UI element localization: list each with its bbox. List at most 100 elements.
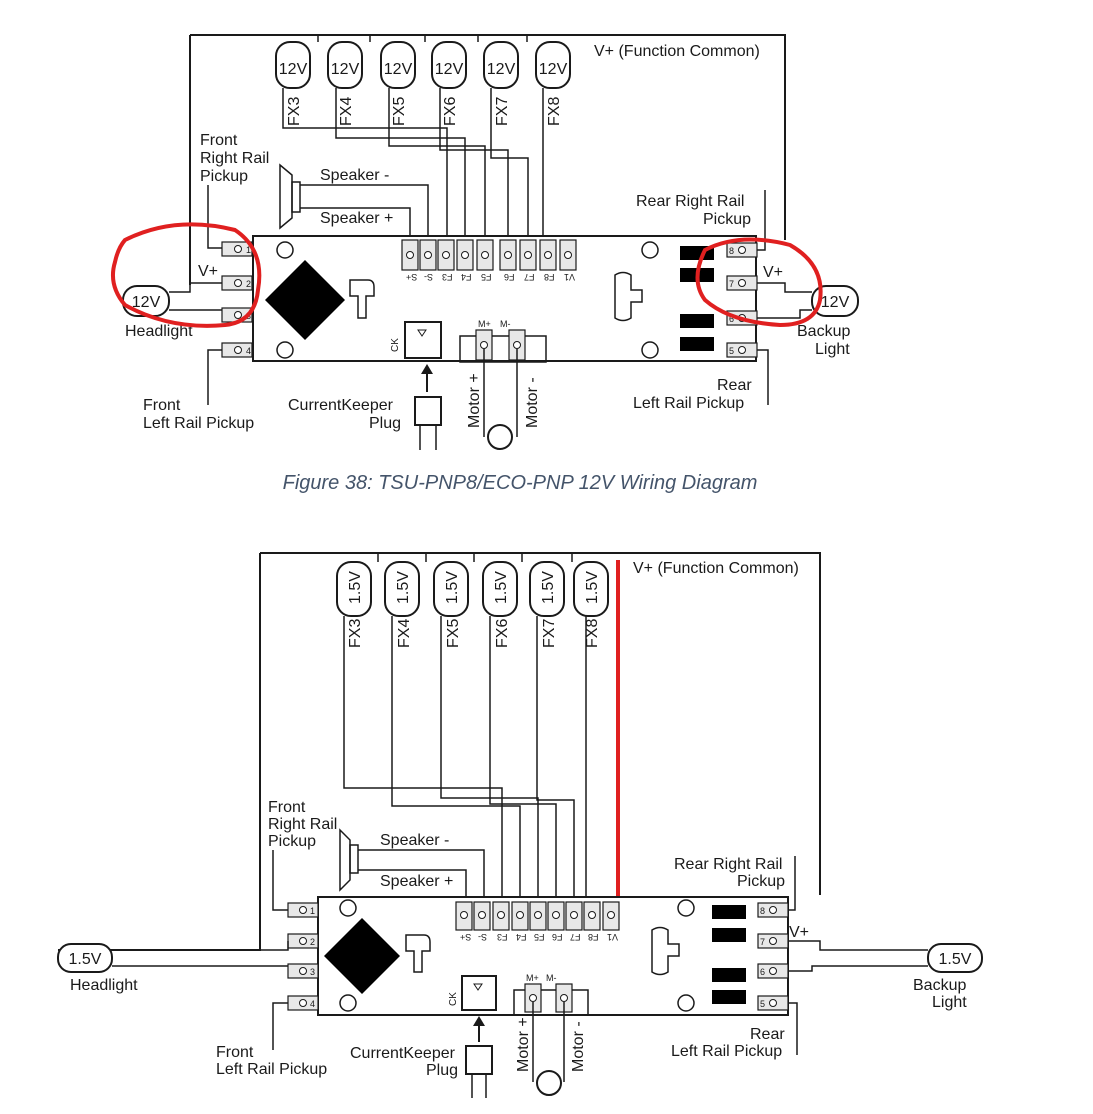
bulb-voltage-label: 12V <box>279 61 308 78</box>
motor-icon <box>487 424 513 450</box>
motor-pad-minus: M- <box>546 973 557 983</box>
bulb-voltage-label: 12V <box>435 61 464 78</box>
pad-label: F4 <box>461 272 472 282</box>
speaker-plus-label: Speaker + <box>320 210 393 227</box>
currentkeeper-label-1: CurrentKeeper <box>350 1045 456 1062</box>
decoder-chip <box>324 918 400 994</box>
bulb-voltage-label: 1.5V <box>493 571 510 604</box>
pin-number: 1 <box>310 906 315 916</box>
bulb-fx6 <box>431 41 467 89</box>
front-left-rail-1: Front <box>216 1044 254 1061</box>
pad-label: F5 <box>534 932 545 942</box>
pin-number: 6 <box>760 967 765 977</box>
fx5-label: FX5 <box>391 97 408 126</box>
pin-number: 3 <box>310 967 315 977</box>
motor-plus-label: Motor + <box>466 373 483 428</box>
pad-label: F3 <box>497 932 508 942</box>
fx7-label: FX7 <box>541 619 558 648</box>
function-common-label: V+ (Function Common) <box>594 43 760 60</box>
motor-pad-plus: M+ <box>478 319 491 329</box>
motor-plus-label: Motor + <box>515 1017 532 1072</box>
pin-number: 5 <box>760 999 765 1009</box>
fx-bulbs: 12V 12V 12V 12V 12V 12V <box>275 41 571 89</box>
front-left-rail-2: Left Rail Pickup <box>216 1061 327 1078</box>
ck-label: CK <box>390 338 401 352</box>
speaker-minus-label: Speaker - <box>380 832 449 849</box>
front-right-rail-2: Right Rail <box>268 816 337 833</box>
left-pins: 1 2 3 4 <box>221 241 253 358</box>
fx3-label: FX3 <box>347 619 364 648</box>
vplus-right: V+ <box>789 924 809 941</box>
backup-light-bulb <box>811 285 859 317</box>
figure-caption: Figure 38: TSU-PNP8/ECO-PNP 12V Wiring D… <box>283 472 758 494</box>
fx-bulbs-1.5v: 1.5V 1.5V 1.5V 1.5V 1.5V 1.5V <box>336 561 609 617</box>
bulb-fx5 <box>380 41 416 89</box>
motor-minus-label: Motor - <box>570 1021 587 1072</box>
currentkeeper-label-2: Plug <box>369 415 401 432</box>
pin-number: 4 <box>246 346 251 356</box>
vplus-right: V+ <box>763 264 783 281</box>
pad-labels: S+ S- F3 F4 F5 F6 F7 F8 V1 <box>406 272 575 282</box>
pad-label: F8 <box>588 932 599 942</box>
pin-number: 2 <box>310 937 315 947</box>
fx4-label: FX4 <box>396 619 413 648</box>
vplus-left: V+ <box>198 263 218 280</box>
fx6-label: FX6 <box>442 97 459 126</box>
currentkeeper-plug <box>414 396 442 426</box>
front-left-rail-1: Front <box>143 397 181 414</box>
front-left-rail-2: Left Rail Pickup <box>143 415 254 432</box>
bulb-voltage-label: 12V <box>331 61 360 78</box>
headlight-label: Headlight <box>125 323 193 340</box>
figure-1.5v-diagram: 1.5V 1.5V 1.5V 1.5V 1.5V 1.5V FX3 FX4 FX… <box>50 545 990 1110</box>
pin-number: 7 <box>729 279 734 289</box>
backup-label-1: Backup <box>913 977 966 994</box>
backup-label-1: Backup <box>797 323 850 340</box>
highlight-circle-left <box>111 222 262 328</box>
headlight-voltage: 1.5V <box>69 951 102 968</box>
motor-pad-plus: M+ <box>526 973 539 983</box>
speaker-minus-label: Speaker - <box>320 167 389 184</box>
fx3-label: FX3 <box>286 97 303 126</box>
currentkeeper-label-2: Plug <box>426 1062 458 1079</box>
currentkeeper-label-1: CurrentKeeper <box>288 397 394 414</box>
right-pins: 8 7 6 5 <box>726 242 758 358</box>
rear-right-rail-label-1: Rear Right Rail <box>636 193 744 210</box>
pad-labels: S+ S- F3 F4 F5 F6 F7 F8 V1 <box>460 932 618 942</box>
fx5-label: FX5 <box>445 619 462 648</box>
bulb-fx4 <box>327 41 363 89</box>
pad-label: F5 <box>481 272 492 282</box>
pad-label: F3 <box>442 272 453 282</box>
function-pad-row <box>455 901 620 931</box>
bulb-voltage-label: 1.5V <box>540 571 557 604</box>
bulb-voltage-label: 12V <box>539 61 568 78</box>
pin-number: 4 <box>310 999 315 1009</box>
pin-number: 8 <box>729 246 734 256</box>
rear-left-rail-2: Left Rail Pickup <box>671 1043 782 1060</box>
bulb-voltage-label: 12V <box>384 61 413 78</box>
pin-number: 7 <box>760 937 765 947</box>
pin-number: 2 <box>246 279 251 289</box>
pin-number: 5 <box>729 346 734 356</box>
pad-label: S- <box>478 932 487 942</box>
rear-right-rail-label-2: Pickup <box>703 211 751 228</box>
rear-left-rail-1: Rear <box>750 1026 785 1043</box>
pad-label: V1 <box>564 272 575 282</box>
front-right-rail-label-1: Front <box>200 132 238 149</box>
figure-38-12v-diagram: 12V 12V 12V 12V 12V 12V FX3 FX4 FX5 FX6 … <box>111 28 915 494</box>
function-common-label: V+ (Function Common) <box>633 560 799 577</box>
decoder-chip <box>265 260 345 340</box>
rear-right-rail-1: Rear Right Rail <box>674 856 782 873</box>
speaker-icon <box>339 828 359 892</box>
speaker-plus-label: Speaker + <box>380 873 453 890</box>
pad-label: F7 <box>524 272 535 282</box>
rear-left-rail-1: Rear <box>717 377 752 394</box>
front-right-rail-label-2: Right Rail <box>200 150 269 167</box>
speaker-icon <box>279 163 301 230</box>
backup-label-2: Light <box>815 341 850 358</box>
pad-label: F7 <box>570 932 581 942</box>
fx8-label: FX8 <box>546 97 563 126</box>
pad-label: S+ <box>406 272 417 282</box>
motor-icon <box>536 1070 562 1096</box>
backup-label-2: Light <box>932 994 967 1011</box>
